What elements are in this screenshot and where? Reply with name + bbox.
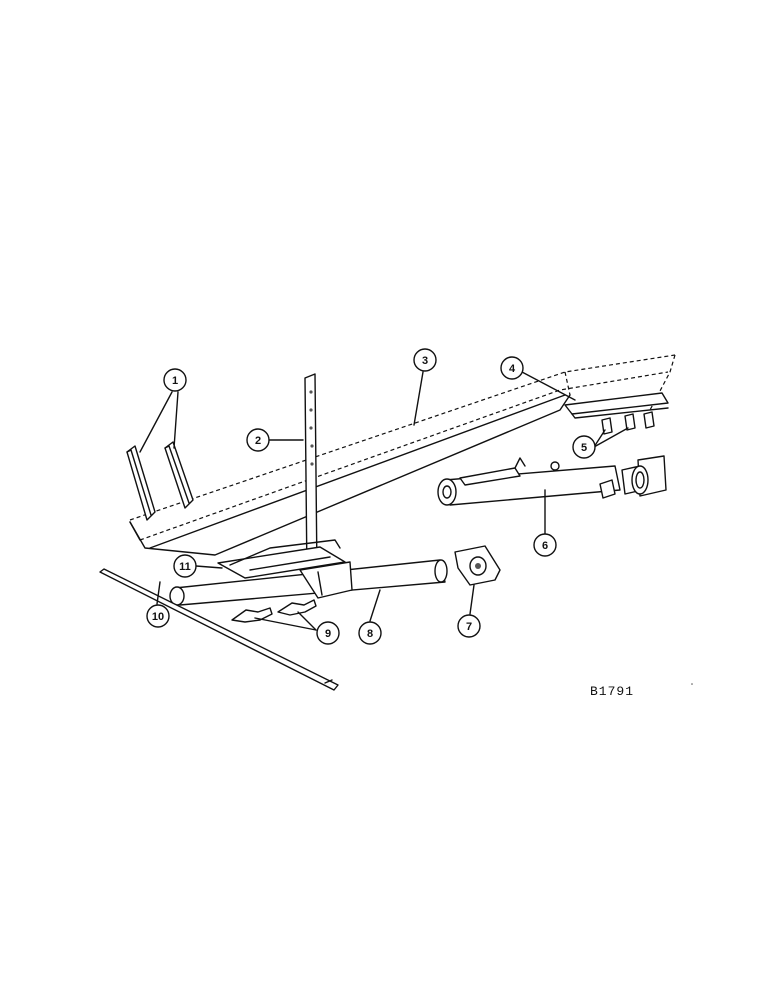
callout-8: 8: [358, 621, 382, 645]
callout-3-label: 3: [422, 355, 428, 367]
part-straps: [231, 599, 317, 623]
callout-10-label: 10: [152, 611, 164, 623]
callout-4: 4: [500, 356, 524, 380]
part-flat-bar: [99, 568, 339, 691]
part-clips: [601, 411, 655, 435]
leader-lines: [139, 371, 629, 631]
callout-2-label: 2: [255, 435, 261, 447]
part-tube-assembly: [437, 455, 667, 506]
callout-9-label: 9: [325, 628, 331, 640]
callout-7-label: 7: [466, 621, 472, 633]
callout-8-label: 8: [367, 628, 373, 640]
part-end-plate: [564, 392, 669, 419]
callout-11-label: 11: [179, 561, 191, 573]
part-pivot-bracket: [217, 539, 346, 579]
callout-5: 5: [572, 435, 596, 459]
callout-6-label: 6: [542, 540, 548, 552]
callout-7: 7: [457, 614, 481, 638]
callout-2: 2: [246, 428, 270, 452]
callout-9: 9: [316, 621, 340, 645]
part-flange-plate: [454, 545, 501, 586]
figure-id-label: B1791: [590, 684, 634, 699]
callout-5-label: 5: [581, 442, 587, 454]
callout-3: 3: [413, 348, 437, 372]
stray-dot: [691, 683, 693, 685]
callout-1: 1: [163, 368, 187, 392]
callout-6: 6: [533, 533, 557, 557]
callout-4-label: 4: [509, 363, 516, 375]
callout-10: 10: [146, 604, 170, 628]
callout-11: 11: [173, 554, 197, 578]
callout-1-label: 1: [172, 375, 178, 387]
part-trough-housing: [129, 354, 676, 556]
part-long-tube: [169, 559, 448, 606]
part-guide-bars: [126, 441, 194, 521]
